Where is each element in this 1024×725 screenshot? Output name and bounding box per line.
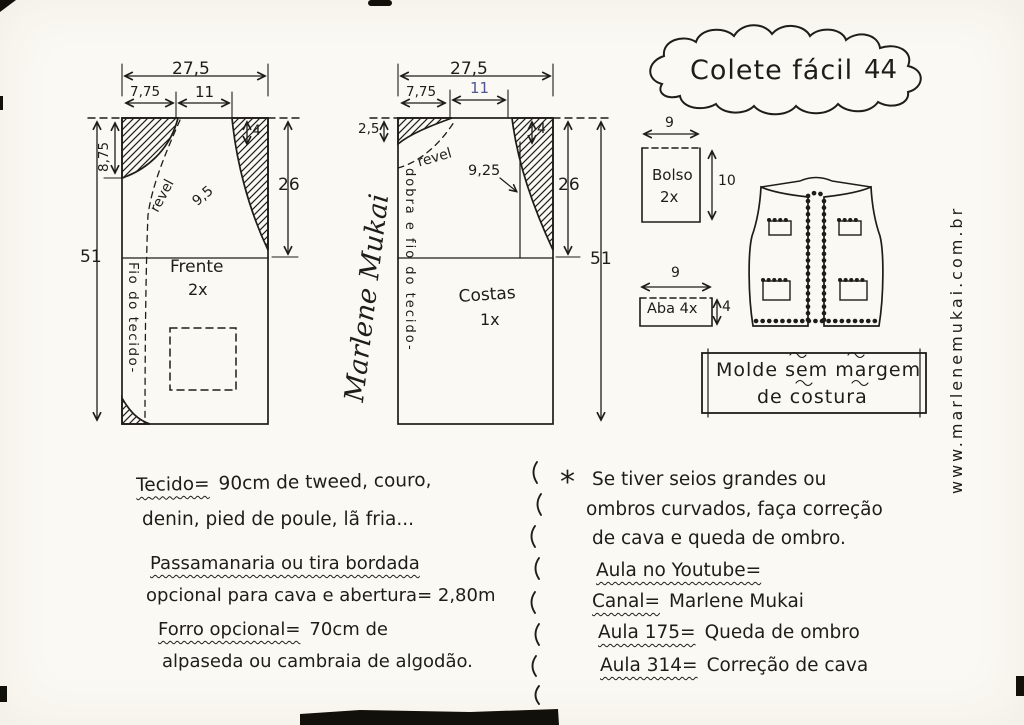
pocket-piece-label: Bolso xyxy=(652,166,693,184)
front-grainline-label: Fio do tecido- xyxy=(125,262,141,374)
advice-line2: ombros curvados, faça correção xyxy=(586,499,883,520)
back-piece-qty: 1x xyxy=(480,310,500,329)
back-drop-dim: 4 xyxy=(537,121,546,137)
pattern-size-label: 44 xyxy=(864,55,898,85)
lesson1-text: Queda de ombro xyxy=(704,622,860,643)
vest-trim-beads xyxy=(753,190,879,326)
fabric-note-rest: 90cm de tweed, couro, xyxy=(218,469,432,495)
squiggle-decorations xyxy=(789,351,869,387)
advice-line3: de cava e queda de ombro. xyxy=(592,528,846,549)
front-pattern-piece xyxy=(87,63,303,425)
front-piece-qty: 2x xyxy=(188,280,208,299)
lesson1-line: Aula 175= Queda de ombro xyxy=(598,622,860,643)
back-neck-depth-dim: 2,5 xyxy=(358,121,380,137)
channel-line: Canal= Marlene Mukai xyxy=(592,591,804,612)
front-length-dim: 51 xyxy=(80,247,102,267)
youtube-header: Aula no Youtube= xyxy=(596,560,762,581)
flap-height-dim: 4 xyxy=(722,299,731,315)
front-armhole-dim: 26 xyxy=(278,175,300,195)
molde-box xyxy=(701,348,927,418)
back-length-dim: 51 xyxy=(590,249,612,269)
back-dimension-lines xyxy=(384,63,601,419)
asterisk-mark: * xyxy=(560,465,575,500)
pattern-title: Colete fácil xyxy=(690,55,854,86)
back-pattern-piece xyxy=(369,63,609,425)
flap-piece-label: Aba 4x xyxy=(647,301,698,317)
fabric-note-line2: denin, pied de poule, lã fria... xyxy=(142,509,415,530)
lining-note-label: Forro opcional= xyxy=(158,619,301,640)
channel-label: Canal= xyxy=(592,591,660,612)
molde-note-line2: de costura xyxy=(757,386,868,408)
back-width-dim: 27,5 xyxy=(450,59,488,79)
lesson2-line: Aula 314= Correção de cava xyxy=(600,655,869,676)
lesson1-label: Aula 175= xyxy=(598,622,696,643)
vest-illustration xyxy=(748,176,884,327)
pocket-piece-qty: 2x xyxy=(660,188,679,206)
channel-name: Marlene Mukai xyxy=(668,591,804,612)
back-armhole-measure: 9,25 xyxy=(468,163,501,179)
advice-line1: Se tiver seios grandes ou xyxy=(592,469,827,490)
lesson2-label: Aula 314= xyxy=(600,655,698,676)
back-neck-dim: 11 xyxy=(470,79,490,97)
back-armhole-dim: 26 xyxy=(558,175,580,195)
front-piece-label: Frente xyxy=(170,257,224,277)
lining-note-rest: 70cm de xyxy=(309,619,388,640)
fabric-note-label: Tecido= xyxy=(135,473,210,496)
lining-note-line2: alpaseda ou cambraia de algodão. xyxy=(162,651,473,672)
pocket-trim-beads xyxy=(761,218,869,282)
front-shoulder-dim: 7,75 xyxy=(130,84,161,100)
pocket-piece xyxy=(641,134,712,223)
front-neck-depth-dim: 8,75 xyxy=(96,141,112,172)
title-cloud xyxy=(649,24,922,116)
pocket-width-dim: 9 xyxy=(665,115,674,131)
flap-width-dim: 9 xyxy=(671,265,680,281)
website-url: www.marlenemukai.com.br xyxy=(947,205,966,494)
front-neck-dim: 11 xyxy=(195,83,215,101)
lesson2-text: Correção de cava xyxy=(706,655,869,676)
front-dimension-lines xyxy=(97,63,299,419)
trim-note-line2: opcional para cava e abertura= 2,80m xyxy=(146,585,496,606)
front-drop-dim: 4 xyxy=(252,123,261,139)
molde-note-line1: Molde sem margem xyxy=(716,359,922,381)
lining-note-line1: Forro opcional= 70cm de xyxy=(158,620,388,640)
flap-piece xyxy=(639,287,717,327)
front-width-dim: 27,5 xyxy=(172,59,210,79)
pocket-height-dim: 10 xyxy=(718,173,736,189)
back-shoulder-dim: 7,75 xyxy=(406,84,437,100)
trim-note-line1: Passamanaria ou tira bordada xyxy=(150,553,420,574)
notes-divider xyxy=(530,461,542,705)
back-piece-label: Costas xyxy=(457,283,517,307)
back-grainline-label: dobra e fio do tecido- xyxy=(402,168,417,352)
